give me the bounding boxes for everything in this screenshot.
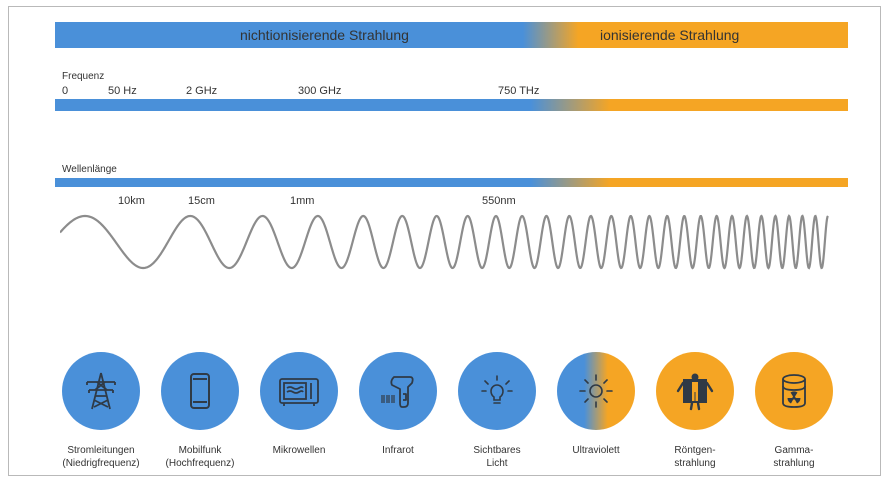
category-circle bbox=[557, 352, 635, 430]
light-bulb-icon bbox=[481, 375, 513, 404]
wave-line bbox=[60, 214, 829, 270]
category-label: Gamma- strahlung bbox=[773, 445, 815, 469]
radiation-type-bar: nichtionisierende Strahlung ionisierende… bbox=[55, 22, 848, 48]
category-label: Mikrowellen bbox=[272, 445, 326, 456]
category-xray: Röntgen- strahlung bbox=[645, 352, 745, 470]
frequency-bar bbox=[55, 99, 848, 111]
frequency-tick: 750 THz bbox=[498, 85, 540, 97]
xray-person-icon bbox=[676, 373, 714, 411]
category-circle bbox=[359, 352, 437, 430]
mobile-phone-icon bbox=[190, 373, 210, 409]
non-ionizing-label: nichtionisierende Strahlung bbox=[240, 27, 409, 43]
category-ultraviolet: Ultraviolett bbox=[546, 352, 646, 457]
category-label: Stromleitungen (Niedrigfrequenz) bbox=[62, 445, 140, 469]
radioactive-barrel-icon bbox=[782, 374, 806, 408]
category-microwave: Mikrowellen bbox=[249, 352, 349, 457]
category-label: Ultraviolett bbox=[572, 445, 620, 456]
category-label: Mobilfunk (Hochfrequenz) bbox=[165, 445, 235, 469]
wavelength-tick: 15cm bbox=[188, 195, 215, 207]
frequency-tick: 2 GHz bbox=[186, 85, 218, 97]
category-circle bbox=[62, 352, 140, 430]
category-label: Infrarot bbox=[382, 445, 414, 456]
category-label: Röntgen- strahlung bbox=[674, 445, 716, 469]
wavelength-bar bbox=[55, 178, 848, 187]
category-circle bbox=[161, 352, 239, 430]
category-circle bbox=[656, 352, 734, 430]
category-power-lines: Stromleitungen (Niedrigfrequenz) bbox=[51, 352, 151, 470]
power-pylon-icon bbox=[86, 372, 116, 410]
category-infrared: Infrarot bbox=[348, 352, 448, 457]
category-visible-light: Sichtbares Licht bbox=[447, 352, 547, 470]
frequency-tick: 50 Hz bbox=[108, 85, 137, 97]
category-circle bbox=[260, 352, 338, 430]
category-circle bbox=[458, 352, 536, 430]
category-label: Sichtbares Licht bbox=[473, 445, 521, 469]
frequency-label: Frequenz bbox=[62, 71, 105, 82]
category-gamma: Gamma- strahlung bbox=[744, 352, 844, 470]
category-mobile: Mobilfunk (Hochfrequenz) bbox=[150, 352, 250, 470]
barcode-scanner-icon bbox=[381, 376, 414, 408]
frequency-tick: 0 bbox=[62, 85, 69, 97]
wavelength-tick: 550nm bbox=[482, 195, 516, 207]
wavelength-tick: 1mm bbox=[290, 195, 315, 207]
category-circle bbox=[755, 352, 833, 430]
wavelength-tick: 10km bbox=[118, 195, 145, 207]
wavelength-label: Wellenlänge bbox=[62, 164, 117, 175]
ionizing-label: ionisierende Strahlung bbox=[600, 27, 740, 43]
frequency-tick: 300 GHz bbox=[298, 85, 342, 97]
wave-graphic bbox=[60, 214, 829, 270]
microwave-icon bbox=[279, 378, 319, 406]
sun-icon bbox=[579, 374, 613, 408]
